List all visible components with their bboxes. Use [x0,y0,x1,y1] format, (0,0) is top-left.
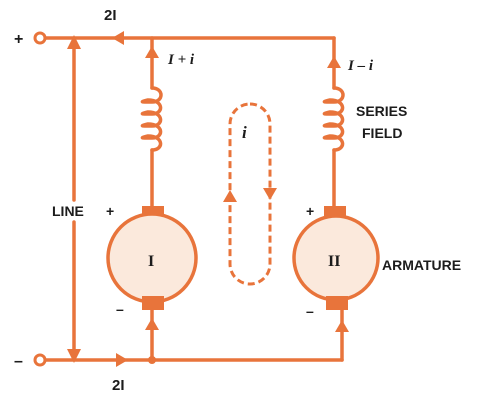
right-branch-current-arrow-icon [327,56,341,68]
motor-2-bottom-brush [326,296,348,310]
top-current-label: 2I [104,7,117,24]
left-branch-current-label: I + i [167,52,195,68]
motor-1-bottom-brush [142,296,164,310]
left-branch-lower-arrow-icon [145,318,159,330]
armature-label: ARMATURE [382,257,461,273]
plus-terminal-icon [33,31,47,45]
series-field-label-line2: FIELD [362,125,402,141]
right-branch-lower-arrow-icon [335,320,349,332]
motor-2-plus-label: + [306,203,314,219]
right-series-field-coil [322,86,345,152]
bottom-current-label: 2I [112,377,125,394]
left-junction-dot [148,356,156,364]
minus-terminal-icon [33,353,47,367]
motor-1-minus-label: – [116,301,124,317]
motor-1-plus-label: + [106,203,114,219]
motor-2-label: II [328,253,340,270]
right-branch-current-label: I – i [347,58,374,74]
motor-1-label: I [148,253,154,270]
line-label: LINE [52,203,84,219]
bottom-current-arrow-icon [116,353,128,367]
circulating-down-arrow-icon [263,188,277,200]
plus-terminal-label: + [14,31,23,48]
left-series-field-coil [140,86,163,152]
left-branch-current-arrow-icon [145,46,159,58]
circulating-current-label: i [242,123,247,142]
top-current-arrow-icon [112,31,124,45]
motor-2-minus-label: – [306,303,314,319]
circulating-up-arrow-icon [223,190,237,202]
series-field-label-line1: SERIES [356,103,407,119]
circulating-current-loop [228,102,272,286]
minus-terminal-label: – [14,353,23,370]
